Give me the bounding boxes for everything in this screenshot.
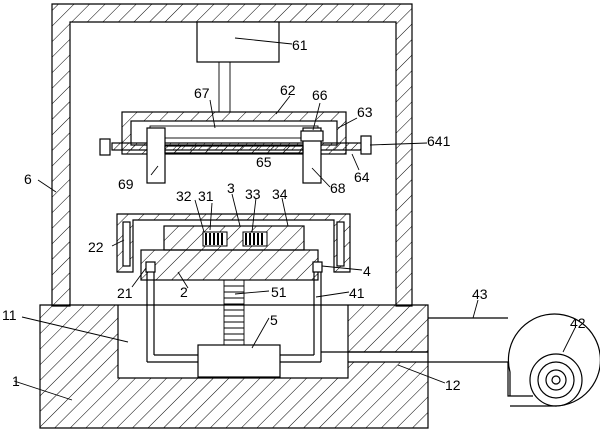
pin-4 bbox=[312, 261, 323, 273]
label-42: 42 bbox=[570, 315, 586, 331]
label-12: 12 bbox=[445, 377, 461, 393]
slider-69 bbox=[146, 127, 166, 184]
label-63: 63 bbox=[357, 104, 373, 120]
cavity-33 bbox=[242, 231, 268, 247]
label-34: 34 bbox=[272, 186, 288, 202]
label-1: 1 bbox=[12, 373, 20, 389]
label-6: 6 bbox=[24, 171, 32, 187]
label-641: 641 bbox=[427, 133, 451, 149]
die-frame-22 bbox=[116, 213, 351, 273]
spring-51 bbox=[223, 280, 245, 345]
label-43: 43 bbox=[472, 286, 488, 302]
cavity-31 bbox=[202, 231, 228, 247]
label-69: 69 bbox=[118, 176, 134, 192]
label-33: 33 bbox=[245, 186, 261, 202]
rod-knob-left bbox=[99, 138, 111, 156]
inner-slot-right bbox=[336, 221, 345, 267]
label-66: 66 bbox=[312, 87, 328, 103]
label-5: 5 bbox=[270, 312, 278, 328]
pin-21 bbox=[145, 261, 156, 273]
leader-lines bbox=[13, 37, 576, 401]
label-41: 41 bbox=[349, 285, 365, 301]
label-51: 51 bbox=[271, 284, 287, 300]
label-3: 3 bbox=[227, 180, 235, 196]
label-2: 2 bbox=[180, 284, 188, 300]
mold-3 bbox=[163, 225, 305, 251]
label-61: 61 bbox=[292, 37, 308, 53]
inner-slot-left bbox=[122, 221, 131, 267]
slider-68 bbox=[302, 127, 322, 184]
rod-knob-641 bbox=[360, 135, 372, 155]
pressing-plate-65 bbox=[164, 145, 304, 154]
label-65: 65 bbox=[256, 154, 272, 170]
label-32: 32 bbox=[176, 188, 192, 204]
label-68: 68 bbox=[330, 180, 346, 196]
label-4: 4 bbox=[363, 263, 371, 279]
cylinder-61 bbox=[196, 21, 280, 63]
label-21: 21 bbox=[117, 285, 133, 301]
pipe-to-fan bbox=[428, 361, 533, 397]
label-62: 62 bbox=[280, 82, 296, 98]
label-22: 22 bbox=[88, 239, 104, 255]
label-67: 67 bbox=[194, 85, 210, 101]
label-11: 11 bbox=[2, 307, 17, 323]
fan-42 bbox=[507, 313, 600, 407]
label-31: 31 bbox=[198, 188, 214, 204]
pipe-41 bbox=[146, 272, 428, 363]
slider-66-cap bbox=[300, 130, 324, 142]
label-64: 64 bbox=[354, 169, 370, 185]
die-base-2 bbox=[140, 249, 319, 281]
pump-5 bbox=[197, 344, 281, 378]
